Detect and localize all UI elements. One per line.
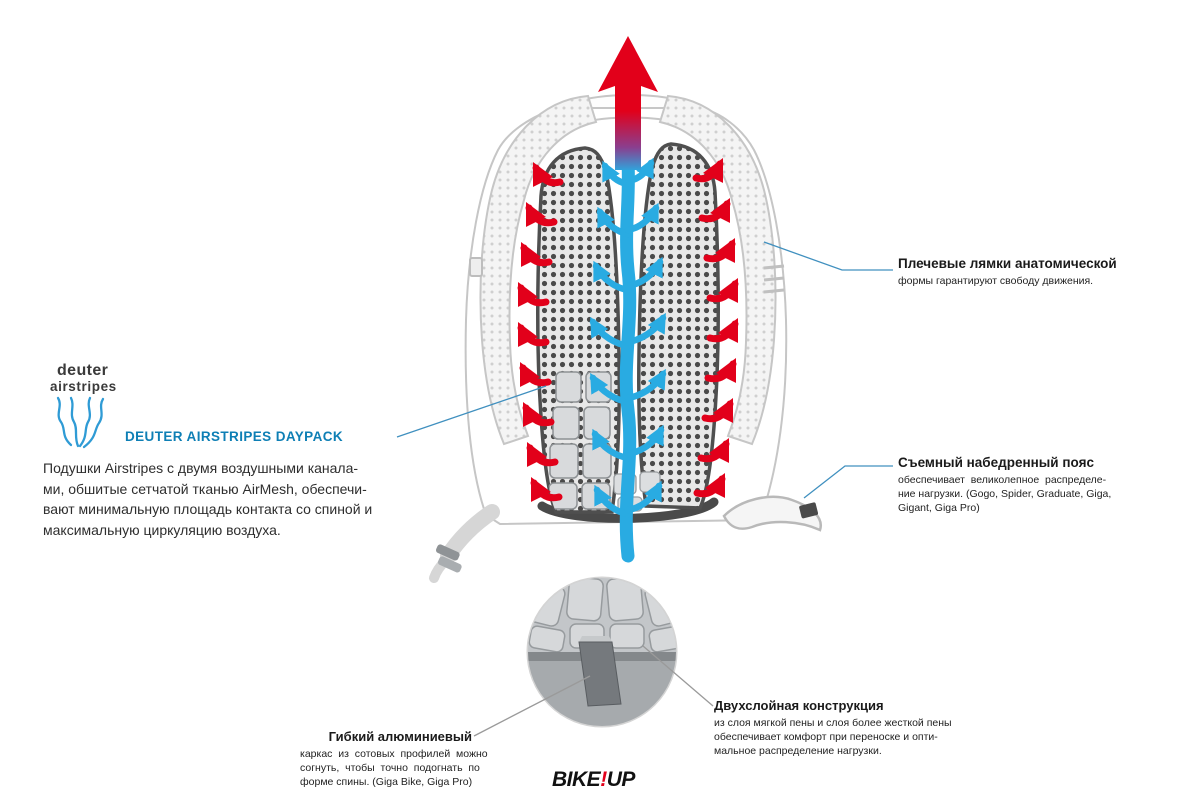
- air-channel-branches: [589, 157, 667, 518]
- leader-lines-blue: [396, 241, 893, 499]
- mesh-pad-right: [637, 142, 720, 510]
- detail-circle: [526, 576, 678, 728]
- intro-line: ми, обшитые сетчатой тканью AirMesh, обе…: [43, 480, 367, 497]
- hip-belt-pad: [722, 495, 823, 532]
- annotation-line: мальное распределение нагрузки.: [714, 745, 882, 757]
- belt-buckle: [435, 544, 460, 561]
- leader-line-frame: [473, 675, 591, 737]
- heat-arrows-left: [517, 161, 564, 503]
- bikeup-logo-exclamation: !: [600, 768, 607, 791]
- annotation-line: обеспечивает комфорт при переноске и опт…: [714, 731, 938, 743]
- page-title: DEUTER AIRSTRIPES DAYPACK: [125, 429, 344, 444]
- annotation-two-layer: Двухслойная конструкция из слоя мягкой п…: [714, 698, 952, 758]
- intro-text: Подушки Airstripes с двумя воздушными ка…: [43, 458, 372, 540]
- shoulder-strap-left: [479, 94, 598, 446]
- hip-belt-left: [429, 504, 500, 583]
- annotation-line: Gigant, Giga Pro): [898, 502, 980, 514]
- leader-line-heading: [396, 385, 547, 438]
- shoulder-straps: [479, 94, 777, 446]
- intro-line: Подушки Airstripes с двумя воздушными ка…: [43, 460, 359, 476]
- aluminum-profile: [578, 636, 622, 707]
- intro-line: вают минимальную площадь контакта со спи…: [43, 501, 373, 517]
- annotation-aluminum-frame: Гибкий алюминиевый каркас из сотовых про…: [300, 729, 488, 789]
- leader-line-shoulder: [763, 241, 893, 271]
- bikeup-logo: BIKE!UP: [552, 768, 635, 792]
- side-hardware: [469, 257, 785, 294]
- annotation-line: форме спины. (Giga Bike, Giga Pro): [300, 776, 473, 788]
- air-channel: [589, 155, 667, 563]
- leader-line-hipbelt: [803, 465, 893, 499]
- belt-buckle-lower: [437, 556, 462, 573]
- airstripes-logo-waves: [56, 396, 105, 449]
- annotation-line: ние нагрузки. (Gogo, Spider, Graduate, G…: [898, 488, 1112, 500]
- annotation-line: формы гарантируют свободу движения.: [898, 275, 1094, 287]
- bikeup-logo-up: UP: [606, 768, 636, 791]
- ladder-strap-right: [763, 264, 785, 294]
- side-buckle-left: [469, 257, 483, 277]
- annotation-hip-belt: Съемный набедренный пояс обеспечивает ве…: [898, 455, 1111, 515]
- logo-deuter: deuter: [57, 362, 109, 379]
- annotation-title: Плечевые лямки анатомической: [898, 256, 1117, 271]
- annotation-line: каркас из сотовых профилей можно: [300, 748, 488, 760]
- leader-lines-gray: [473, 645, 714, 737]
- leader-line-layers: [642, 645, 714, 707]
- shoulder-strap-right: [658, 94, 777, 446]
- annotation-title: Съемный набедренный пояс: [898, 455, 1094, 470]
- bikeup-logo-bike: BIKE: [552, 768, 601, 791]
- annotation-shoulder-straps: Плечевые лямки анатомической формы гаран…: [898, 256, 1117, 288]
- intro-line: максимальную циркуляцию воздуха.: [43, 521, 281, 538]
- airflow-top-arrow: [598, 36, 658, 170]
- annotation-title: Гибкий алюминиевый: [328, 729, 472, 744]
- annotation-line: из слоя мягкой пены и слоя более жесткой…: [714, 717, 952, 729]
- annotation-line: согнуть, чтобы точно подогнать по: [300, 762, 480, 774]
- air-channel-trunk: [619, 155, 637, 563]
- heat-arrows-right: [692, 157, 739, 499]
- annotation-line: обеспечивает великолепное распределе-: [898, 474, 1107, 486]
- hip-pad-clip: [799, 502, 819, 519]
- annotation-title: Двухслойная конструкция: [714, 698, 884, 713]
- logo-airstripes: airstripes: [50, 379, 117, 394]
